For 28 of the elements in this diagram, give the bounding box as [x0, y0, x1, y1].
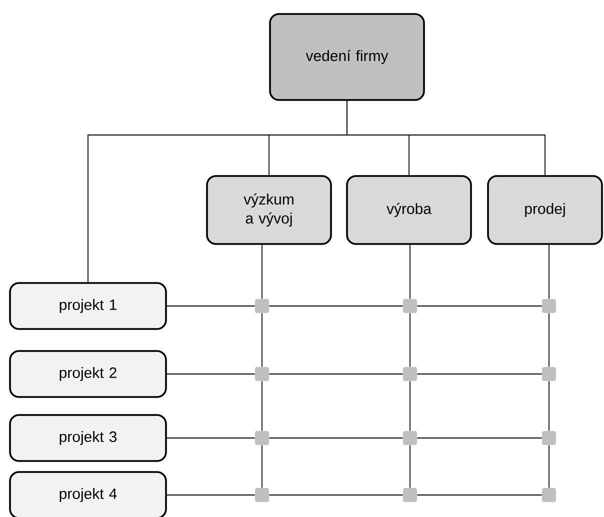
- connector-line: [166, 494, 256, 496]
- connector-line: [416, 494, 542, 496]
- connector-line: [548, 312, 550, 368]
- junction-square: [403, 488, 417, 502]
- junction-square: [255, 488, 269, 502]
- junction-square: [542, 367, 556, 381]
- connector-line: [548, 244, 550, 300]
- connector-line: [548, 380, 550, 432]
- junction-square: [255, 367, 269, 381]
- department-box: výzkum a vývoj: [206, 175, 332, 245]
- junction-square: [542, 488, 556, 502]
- project-box: projekt 1: [9, 282, 167, 330]
- department-box: výroba: [346, 175, 472, 245]
- project-box: projekt 2: [9, 350, 167, 398]
- junction-square: [403, 299, 417, 313]
- department-box: prodej: [487, 175, 603, 245]
- junction-square: [542, 299, 556, 313]
- project-box: projekt 3: [9, 414, 167, 462]
- connector-line: [268, 494, 404, 496]
- junction-square: [255, 431, 269, 445]
- junction-square: [255, 299, 269, 313]
- junction-square: [403, 431, 417, 445]
- connector-line: [548, 444, 550, 488]
- management-box: vedení firmy: [269, 13, 425, 101]
- connector-line: [88, 100, 348, 283]
- junction-square: [542, 431, 556, 445]
- junction-square: [403, 367, 417, 381]
- project-box: projekt 4: [9, 471, 167, 517]
